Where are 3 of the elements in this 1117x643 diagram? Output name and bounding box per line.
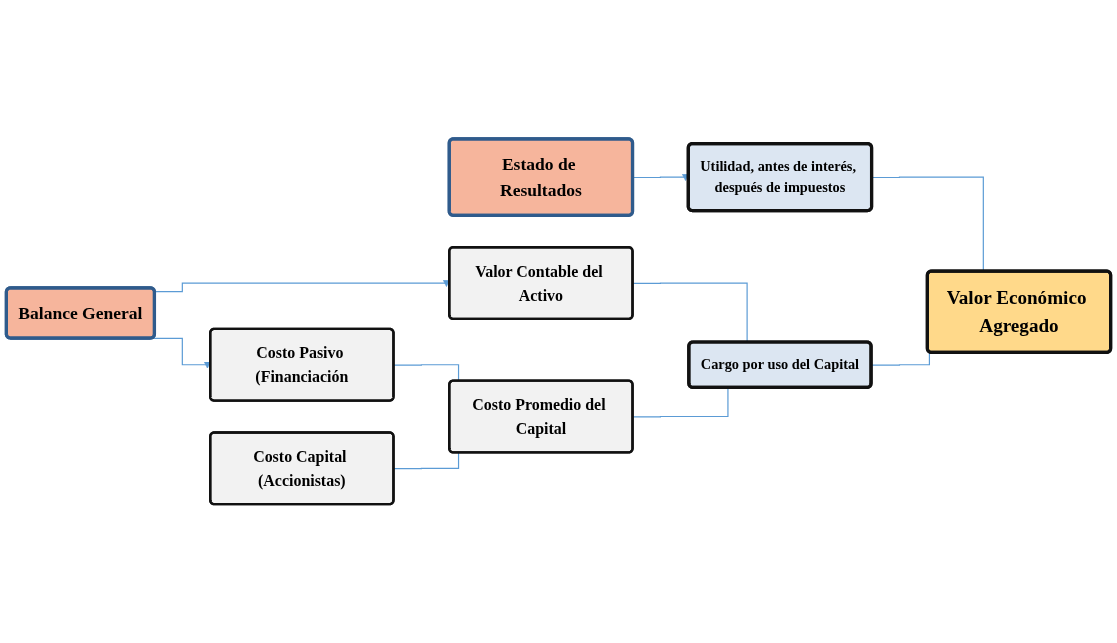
arrow bbox=[154, 279, 450, 293]
connector bbox=[632, 387, 729, 418]
connector bbox=[393, 452, 460, 470]
